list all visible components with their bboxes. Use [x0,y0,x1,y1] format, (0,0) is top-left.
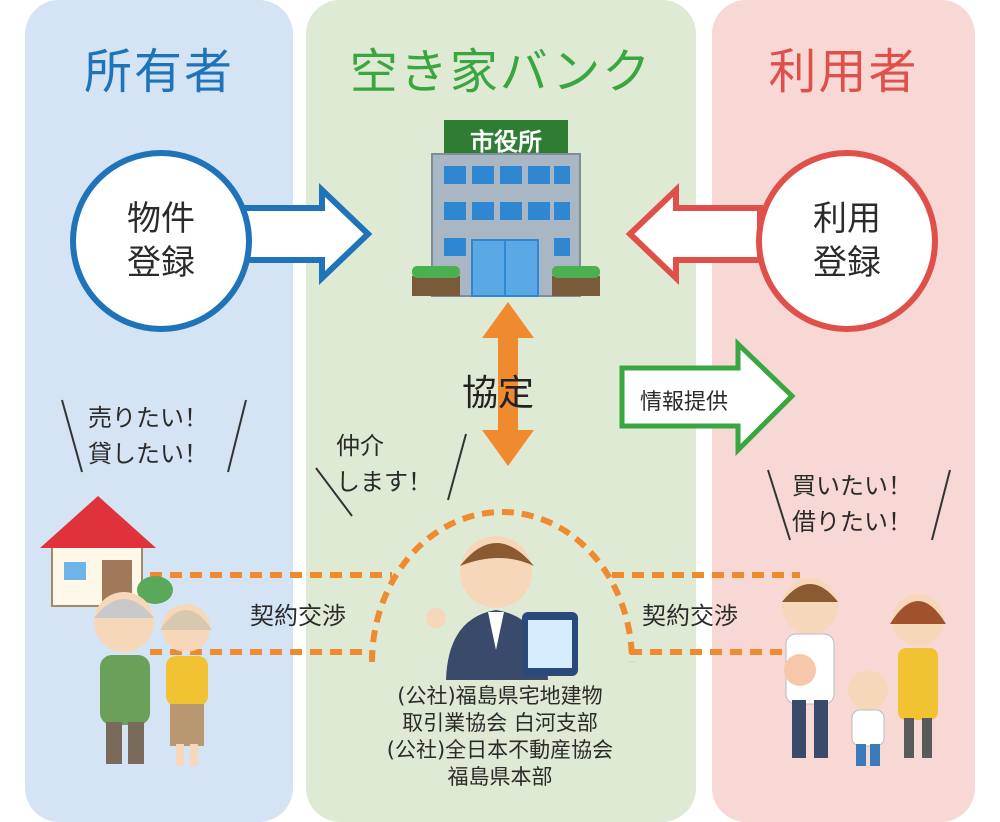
user-heading: 利用者 [768,44,919,100]
agreement-double-arrow [482,302,534,466]
info-provision-arrow [619,338,796,457]
family-illustration [782,578,946,766]
user-registration-line2: 登録 [813,243,881,283]
negotiation-label-right: 契約交渉 [642,602,738,630]
owner-speech: 売りたい！ 貸したい！ [88,400,208,472]
agency-line1: (公社)福島県宅地建物 [397,684,603,708]
akiya-bank-heading: 空き家バンク [349,44,653,100]
negotiation-label-left: 契約交渉 [250,602,346,630]
user-to-cityhall-arrow [625,182,763,286]
user-registration-circle: 利用登録 [756,150,938,332]
real-estate-agent-illustration [426,536,578,680]
city-hall-sign: 市役所 [470,128,542,156]
house-icon [40,496,173,607]
property-registration-line1: 物件 [127,199,195,239]
agency-line3: (公社)全日本不動産協会 [386,738,614,762]
negotiation-line-right [612,572,800,655]
owner-to-cityhall-arrow [237,182,373,286]
elderly-couple-illustration [94,592,212,766]
agent-speech: 仲介 します！ [336,428,432,500]
agent-speech-line1: 仲介 [336,432,384,460]
user-speech-line2: 借りたい！ [792,508,912,536]
owner-column [25,0,293,822]
user-registration-line1: 利用 [813,199,881,239]
agreement-label: 協定 [462,373,535,414]
info-provision-label: 情報提供 [640,390,729,415]
agency-line4: 福島県本部 [447,765,553,789]
property-registration-circle: 物件登録 [70,150,252,332]
owner-speech-line2: 貸したい！ [88,440,208,468]
user-speech-line1: 買いたい！ [792,472,912,500]
property-registration-line2: 登録 [127,243,195,283]
agent-speech-line2: します！ [336,468,432,496]
negotiation-line-left [150,572,392,655]
real-estate-associations: (公社)福島県宅地建物 取引業協会 白河支部 (公社)全日本不動産協会 福島県本… [350,683,650,791]
city-hall-building-icon [412,120,600,297]
owner-speech-line1: 売りたい！ [88,404,208,432]
owner-heading: 所有者 [83,44,234,100]
agent-dashed-arc [369,509,635,663]
agency-line2: 取引業協会 白河支部 [402,711,598,735]
user-speech: 買いたい！ 借りたい！ [792,468,912,540]
